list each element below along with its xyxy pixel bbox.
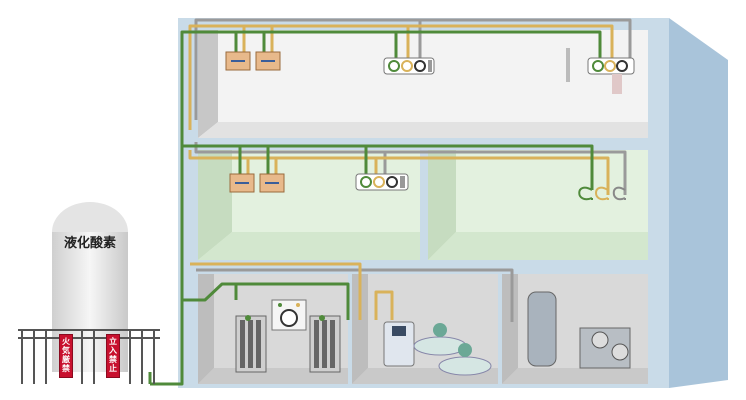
tank-label: 液化酸素 [63, 236, 116, 251]
warning-sign-right: 立入禁止 [106, 334, 120, 378]
gauge-panel-icon [355, 173, 409, 191]
gauge-panel-icon [383, 57, 435, 75]
building-side-face [669, 18, 728, 388]
flowmeter-icon [578, 186, 626, 201]
warning-sign-left: 火気厳禁 [59, 334, 73, 378]
manifold-panel-icon [271, 299, 307, 331]
valve-box-icon [255, 51, 281, 71]
valve-box-icon [225, 51, 251, 71]
valve-box-icon [259, 173, 285, 193]
vacuum-tank-icon [527, 291, 631, 369]
floor-middle-room-right [428, 150, 648, 260]
pipe-green-network [148, 30, 602, 386]
fence [18, 329, 160, 384]
floor-middle-room-left [198, 150, 420, 260]
compressor-icon [383, 321, 492, 376]
pipe-yellow-network [188, 24, 614, 320]
valve-box-icon [229, 173, 255, 193]
gauge-panel-icon [566, 48, 635, 94]
gas-cylinder-icon [235, 315, 267, 373]
gas-cylinder-icon [309, 315, 341, 373]
